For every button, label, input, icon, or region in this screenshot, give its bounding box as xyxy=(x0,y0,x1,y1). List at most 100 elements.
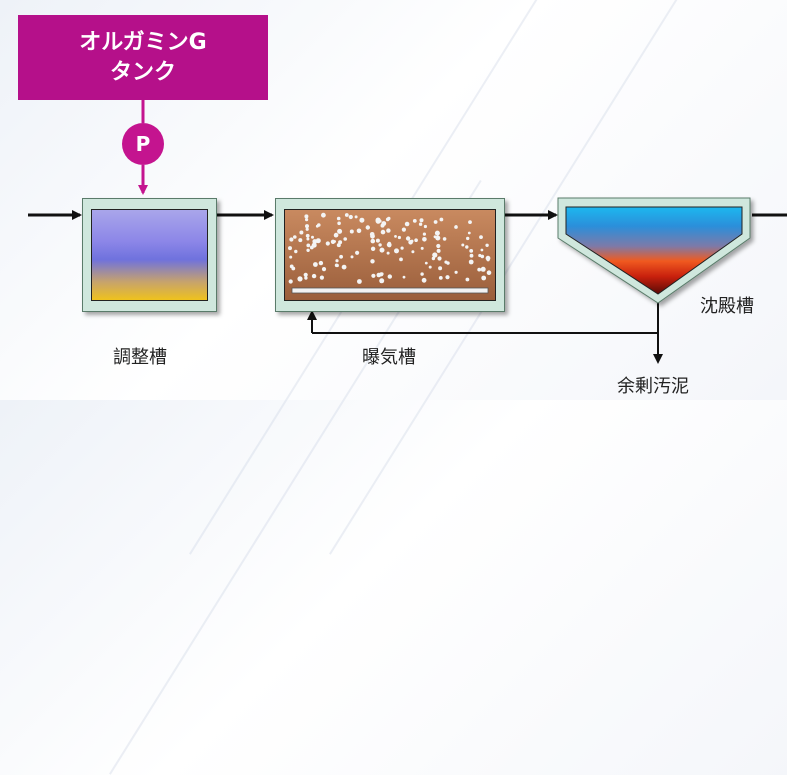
air-bubble xyxy=(486,270,492,275)
air-bubble xyxy=(318,260,324,266)
adjustment-tank-liquid xyxy=(91,209,208,301)
air-bubble xyxy=(357,279,362,284)
air-bubble xyxy=(466,236,470,241)
air-bubble xyxy=(410,239,414,243)
air-bubble xyxy=(445,275,450,280)
air-bubble xyxy=(349,229,354,234)
air-bubble xyxy=(305,224,309,229)
air-bubble xyxy=(468,220,472,224)
settling-tank-label: 沈殿槽 xyxy=(700,296,754,317)
air-bubble xyxy=(437,256,442,261)
air-bubble xyxy=(341,264,347,270)
orgamin-tank: オルガミンG タンク xyxy=(18,15,268,100)
air-bubble xyxy=(422,232,426,236)
air-bubble xyxy=(311,235,314,239)
air-bubble xyxy=(477,267,482,272)
pump-label: P xyxy=(135,132,151,156)
air-bubble xyxy=(354,215,358,219)
air-bubble xyxy=(289,237,294,242)
dosing-pump: P xyxy=(122,123,164,165)
air-bubble xyxy=(311,273,317,279)
air-bubble xyxy=(465,245,469,249)
flow-lines xyxy=(28,100,787,364)
air-bubble xyxy=(414,238,418,242)
air-bubble xyxy=(412,219,417,223)
air-bubble xyxy=(375,238,380,243)
air-bubble xyxy=(433,235,437,239)
air-bubble xyxy=(444,260,448,264)
air-bubble xyxy=(319,275,324,280)
air-bubble xyxy=(298,238,303,243)
air-bubble xyxy=(385,217,390,222)
air-bubble xyxy=(378,243,382,247)
air-bubble xyxy=(411,250,415,254)
air-bubble xyxy=(336,216,341,221)
air-bubble xyxy=(481,275,487,281)
air-bubble xyxy=(380,229,386,235)
air-bubble xyxy=(386,251,390,255)
air-bubble xyxy=(465,277,470,282)
air-bubble xyxy=(339,254,343,259)
air-bubble xyxy=(304,276,308,280)
air-bubble xyxy=(420,272,424,276)
air-bubble xyxy=(304,214,309,219)
air-bubble xyxy=(400,246,404,250)
air-bubble xyxy=(370,238,376,244)
air-bubble xyxy=(359,217,365,223)
air-bubble xyxy=(405,236,411,241)
excess-sludge-label: 余剰汚泥 xyxy=(617,376,689,397)
air-bubble xyxy=(461,243,465,247)
air-bubble xyxy=(468,259,474,265)
air-bubble xyxy=(355,250,360,255)
air-bubble xyxy=(387,243,392,248)
air-bubble xyxy=(386,228,391,233)
air-bubble xyxy=(439,217,444,222)
air-bubble xyxy=(420,246,424,250)
air-bubble xyxy=(419,218,424,223)
air-bubble xyxy=(370,246,376,251)
air-bubble xyxy=(317,223,321,227)
air-bubble xyxy=(479,235,483,239)
air-bubble xyxy=(397,235,401,240)
air-bubble xyxy=(434,230,440,236)
air-bubble xyxy=(435,235,441,241)
air-bubble xyxy=(421,277,427,283)
tank-label-line2: タンク xyxy=(109,59,176,85)
air-bubble xyxy=(333,240,336,243)
air-bubble xyxy=(306,243,311,248)
air-bubble xyxy=(480,266,486,272)
air-bubble xyxy=(333,233,338,238)
air-bubble xyxy=(404,221,410,227)
air-bubble xyxy=(469,249,474,253)
air-bubble xyxy=(399,257,403,262)
air-bubble xyxy=(335,259,339,263)
air-bubble xyxy=(380,272,384,276)
adjustment-tank-label: 調整槽 xyxy=(113,347,167,368)
air-bubble xyxy=(376,272,382,278)
air-bubble xyxy=(454,225,458,229)
air-bubble xyxy=(370,233,375,239)
air-bubble xyxy=(293,235,297,239)
air-bubble xyxy=(438,276,443,280)
air-bubble xyxy=(294,249,298,254)
air-bubble xyxy=(436,248,441,253)
air-bubble xyxy=(442,237,447,241)
air-bubble xyxy=(432,252,438,258)
air-bubble xyxy=(325,241,330,246)
air-bubble xyxy=(305,233,310,238)
tank-label-line1: オルガミンG xyxy=(79,29,207,55)
air-bubble xyxy=(315,238,321,244)
air-bubble xyxy=(375,217,381,223)
air-bubble xyxy=(431,256,436,261)
air-bubble xyxy=(428,265,432,269)
air-bubble xyxy=(305,218,309,222)
air-bubble xyxy=(306,237,310,241)
air-bubble xyxy=(334,263,339,268)
air-bubble xyxy=(380,223,385,228)
air-bubble xyxy=(309,245,314,250)
air-bubble xyxy=(433,220,438,224)
adjustment-tank xyxy=(82,198,217,312)
air-bubble xyxy=(478,253,482,258)
air-bubble xyxy=(436,243,441,249)
air-bubble xyxy=(486,258,490,262)
